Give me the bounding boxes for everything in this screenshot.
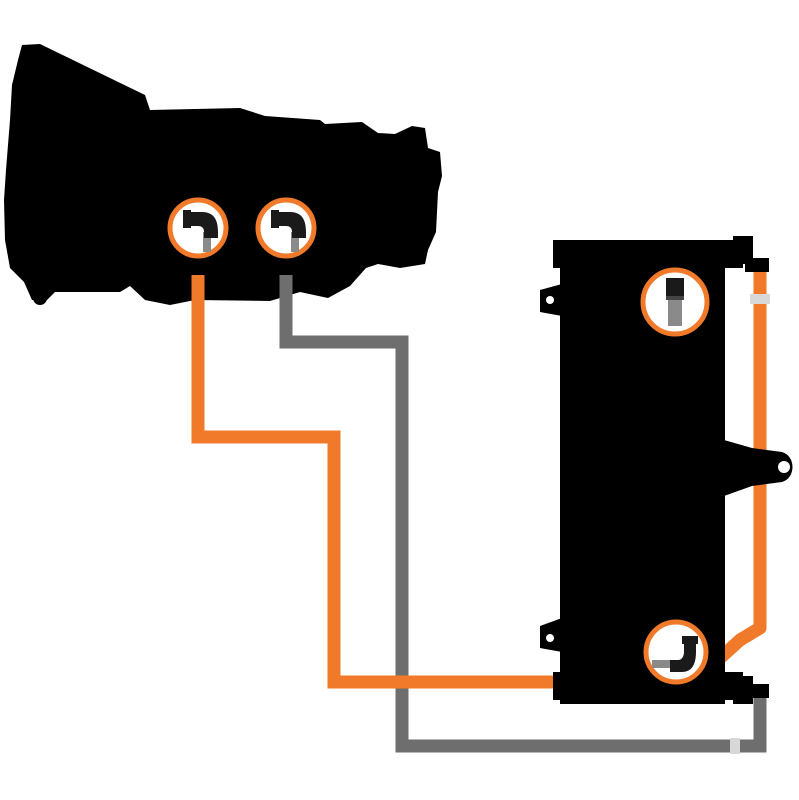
return-line-cooler-segment xyxy=(690,696,767,753)
elbow-an-fitting-icon xyxy=(255,197,317,259)
cooler-bottom-port-cap xyxy=(745,684,769,698)
supply-line xyxy=(191,270,770,689)
cooler-top-tank xyxy=(553,240,743,268)
straight-an-fitting-icon xyxy=(640,267,710,337)
transmission-mount-stud xyxy=(33,291,47,305)
cooler-top-port xyxy=(733,236,753,264)
elbow-an-fitting-icon xyxy=(167,197,229,259)
oil-cooler xyxy=(540,236,793,704)
supply-line-transmission-segment xyxy=(191,275,565,689)
cooler-left-bracket-bottom xyxy=(540,618,562,652)
transmission-body xyxy=(4,44,442,305)
return-line xyxy=(279,275,767,754)
supply-line-clamp xyxy=(750,294,770,304)
return-line-clamp xyxy=(730,738,740,754)
cooler-right-mount-tab xyxy=(724,440,793,496)
fitting-callouts xyxy=(167,197,710,685)
transmission-silhouette xyxy=(4,44,442,305)
cooler-bottom-tank xyxy=(553,672,743,700)
elbow-an-fitting-icon xyxy=(643,619,709,685)
return-line-transmission-segment xyxy=(279,275,690,753)
cooler-top-port-cap xyxy=(745,258,769,272)
cooler-left-bracket-top xyxy=(540,284,562,316)
supply-line-cooler-segment xyxy=(713,270,767,665)
